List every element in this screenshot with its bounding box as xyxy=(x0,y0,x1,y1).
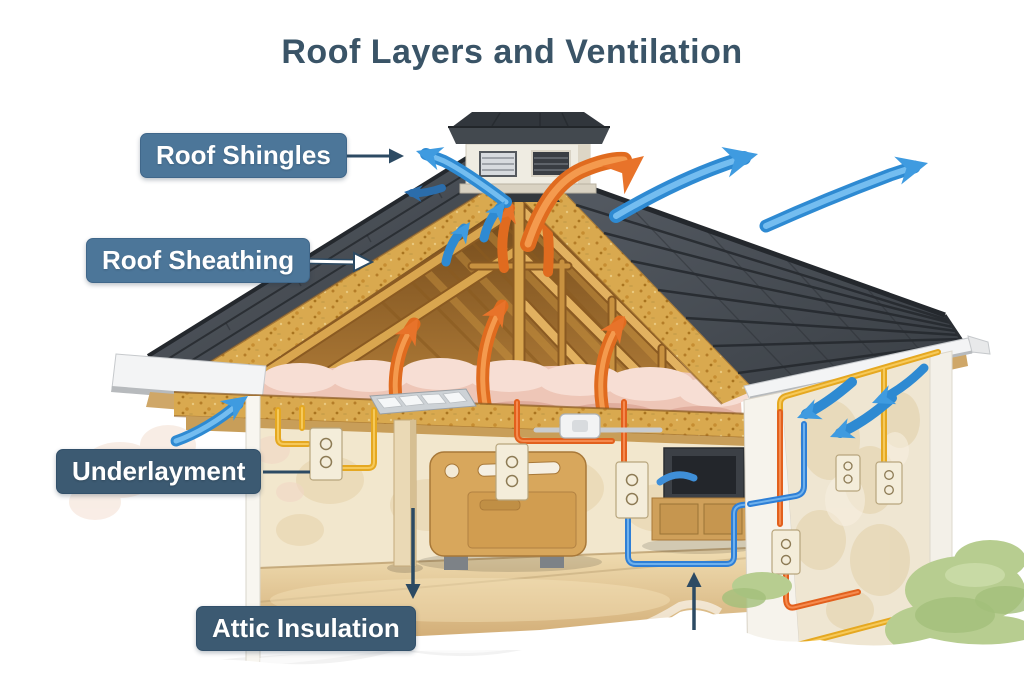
piping-orange-exterior xyxy=(777,409,861,611)
callout-roof-shingles: Roof Shingles xyxy=(140,133,347,178)
attic-framing xyxy=(224,194,720,409)
ridge-exit-arrow-1 xyxy=(609,138,762,223)
callout-underlayment: Underlayment xyxy=(56,449,262,494)
diagram-title: Roof Layers and Ventilation xyxy=(281,33,743,71)
outlet-box xyxy=(309,427,343,481)
outlet-box xyxy=(771,529,801,575)
blue-handle xyxy=(656,471,698,486)
ceiling-vent-grille xyxy=(369,388,477,415)
outlet-box xyxy=(615,461,649,519)
attic-insulation-leader-arrow xyxy=(405,508,421,599)
outlet-box xyxy=(875,461,903,505)
piping-yellow-interior xyxy=(275,405,377,471)
tv-console xyxy=(642,447,758,554)
furnace xyxy=(418,451,602,572)
right-soffit-intake-arrows xyxy=(792,363,929,448)
outlet-box xyxy=(495,443,529,501)
callout-roof-sheathing: Roof Sheathing xyxy=(86,238,311,283)
left-slope-updraft-arrows xyxy=(441,195,513,267)
grass xyxy=(722,540,1024,664)
piping-blue-interior xyxy=(625,501,755,567)
cupola-exit-arrow-left xyxy=(412,139,512,208)
ridge-exit-arrow-2 xyxy=(759,149,932,233)
ceiling-duct xyxy=(533,413,663,439)
attic-interior xyxy=(196,194,722,412)
cool-air-arrows xyxy=(170,138,932,448)
cupola-roof xyxy=(452,112,606,127)
piping-blue-exterior xyxy=(747,421,807,507)
bottom-fade xyxy=(0,600,1024,683)
small-dark-blue-arrow xyxy=(403,183,446,202)
callout-attic-insulation: Attic Insulation xyxy=(196,606,416,651)
warm-air-ridge-exhaust-arrow xyxy=(520,141,656,252)
interior-up-arrow xyxy=(686,572,702,630)
outlet-box xyxy=(835,454,861,492)
left-soffit-intake-arrow xyxy=(170,386,255,447)
